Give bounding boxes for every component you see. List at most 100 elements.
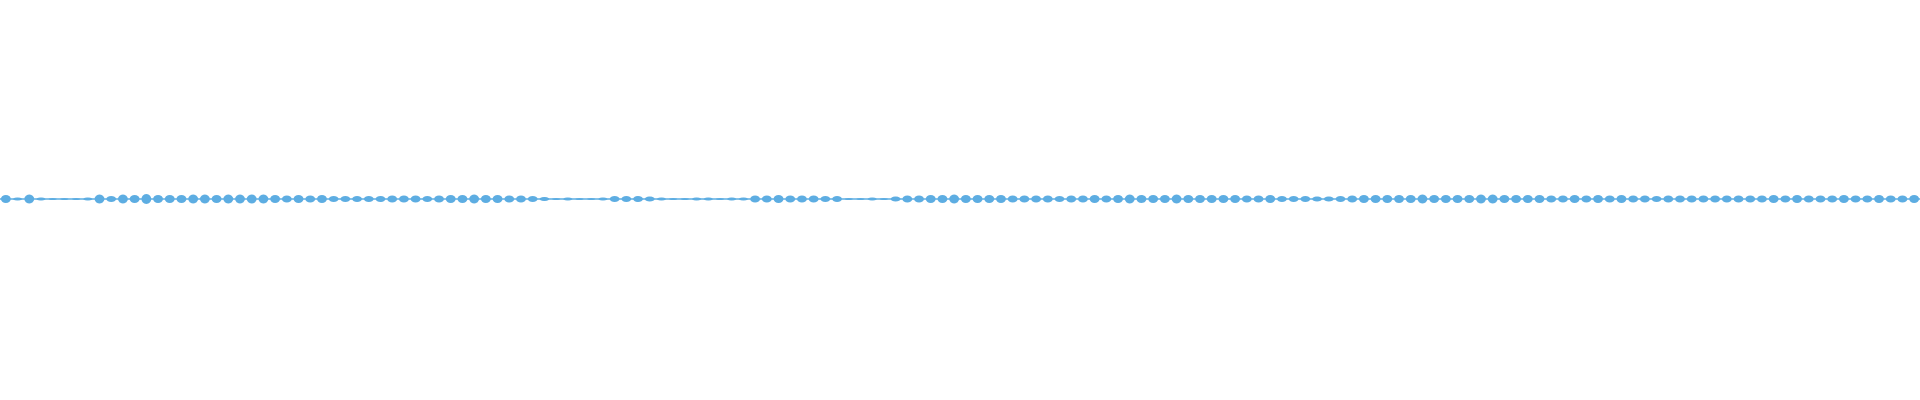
- waveform-pulse: [902, 195, 913, 203]
- waveform-pulse: [668, 198, 679, 200]
- waveform-pulse: [1323, 196, 1334, 202]
- waveform-pulse: [1815, 195, 1826, 203]
- waveform-pulse: [422, 196, 433, 202]
- waveform-pulse: [1639, 195, 1650, 203]
- waveform-pulse: [188, 194, 199, 204]
- waveform-pulse: [223, 194, 234, 204]
- waveform-pulse: [1604, 195, 1615, 203]
- waveform-pulse: [960, 195, 971, 203]
- waveform-pulse: [141, 194, 152, 204]
- waveform-pulse: [516, 195, 526, 203]
- waveform-pulse: [1042, 195, 1053, 203]
- waveform-pulse: [1370, 195, 1381, 203]
- waveform-pulse: [1499, 195, 1510, 203]
- waveform-pulse: [1031, 195, 1042, 203]
- waveform-pulse: [703, 197, 714, 201]
- waveform-pulse: [1253, 195, 1264, 203]
- waveform-pulse: [621, 196, 632, 202]
- waveform-pulse: [82, 197, 93, 201]
- waveform-pulse: [949, 194, 960, 204]
- waveform-pulse: [996, 195, 1006, 203]
- waveform-pulse: [164, 195, 175, 203]
- waveform-pulse: [270, 195, 281, 203]
- waveform-pulse: [633, 196, 643, 202]
- waveform-pulse: [832, 196, 842, 202]
- waveform-pulse: [1593, 195, 1603, 203]
- waveform-pulse: [12, 197, 23, 201]
- waveform-pulse: [539, 197, 550, 201]
- waveform-pulse: [1581, 195, 1592, 203]
- waveform-pulse: [1054, 196, 1065, 202]
- waveform-pulse: [1675, 195, 1685, 203]
- waveform-pulse: [1136, 195, 1147, 203]
- waveform-pulse: [1452, 195, 1463, 203]
- waveform-pulse: [118, 194, 128, 204]
- waveform-pulse: [258, 194, 269, 204]
- waveform-pulse: [797, 195, 807, 203]
- waveform-pulse: [1862, 195, 1873, 203]
- waveform-pulse: [1850, 195, 1861, 203]
- waveform-pulse: [1288, 196, 1299, 202]
- waveform-pulse: [1757, 195, 1767, 203]
- waveform-pulse: [211, 195, 222, 203]
- waveform-pulse: [71, 198, 82, 200]
- waveform-pulse: [1265, 195, 1276, 203]
- waveform-pulse: [1698, 195, 1709, 203]
- waveform-pulse: [434, 195, 444, 203]
- waveform-pulse: [1347, 195, 1358, 203]
- waveform-pulse: [562, 197, 573, 201]
- waveform-pulse: [1066, 195, 1077, 203]
- waveform-pulse: [1312, 196, 1322, 202]
- waveform-pulse: [1195, 195, 1205, 203]
- waveform-pulse: [94, 194, 105, 204]
- waveform-pulse: [1522, 195, 1533, 203]
- waveform-pulse: [1792, 195, 1802, 203]
- waveform-pulse: [457, 195, 468, 203]
- waveform-pulse: [1534, 195, 1545, 203]
- waveform-pulse: [738, 197, 749, 201]
- waveform-pulse: [1230, 195, 1241, 203]
- waveform-pulse: [387, 195, 398, 203]
- waveform-pulse: [1803, 195, 1814, 203]
- waveform-pulse: [644, 196, 655, 202]
- waveform-pulse: [340, 196, 351, 202]
- waveform-pulse: [1628, 195, 1639, 203]
- waveform-pulse: [235, 194, 245, 204]
- waveform-pulse: [176, 195, 187, 203]
- waveform-pulse: [691, 197, 702, 201]
- waveform-pulse: [1277, 196, 1287, 202]
- waveform-pulse: [1241, 195, 1252, 203]
- waveform-pulse: [1616, 195, 1627, 203]
- waveform-pulse: [1206, 195, 1217, 203]
- waveform-pulse: [984, 195, 995, 203]
- waveform-pulse: [363, 196, 374, 202]
- waveform-pulse: [1183, 195, 1194, 203]
- waveform-pulse: [469, 194, 480, 204]
- waveform-pulse: [1897, 195, 1908, 203]
- waveform-pulse: [551, 198, 562, 200]
- waveform-pulse: [843, 198, 854, 200]
- waveform-pulse: [375, 196, 386, 202]
- waveform-pulse: [609, 196, 620, 202]
- waveform-pulse: [1405, 195, 1416, 203]
- waveform-pulse: [1171, 194, 1182, 204]
- waveform-pulse: [1019, 195, 1030, 203]
- waveform-pulse: [1487, 194, 1498, 204]
- waveform-pulse: [1124, 194, 1135, 204]
- waveform-pulse: [410, 195, 421, 203]
- waveform-pulse: [937, 195, 948, 203]
- waveform-pulse: [1476, 194, 1486, 204]
- waveform-pulse: [1686, 195, 1697, 203]
- waveform-pulse: [246, 194, 257, 204]
- waveform-pulse: [504, 195, 515, 203]
- waveform-pulse: [715, 198, 725, 200]
- waveform-pulse: [1382, 195, 1393, 203]
- waveform-pulse: [1874, 195, 1884, 203]
- waveform-pulse: [598, 197, 608, 201]
- waveform-pulse: [1838, 195, 1849, 203]
- waveform-pulse: [785, 195, 796, 203]
- waveform-pulse: [1089, 195, 1100, 203]
- waveform-pulse: [890, 196, 901, 202]
- waveform-pulse: [726, 197, 737, 201]
